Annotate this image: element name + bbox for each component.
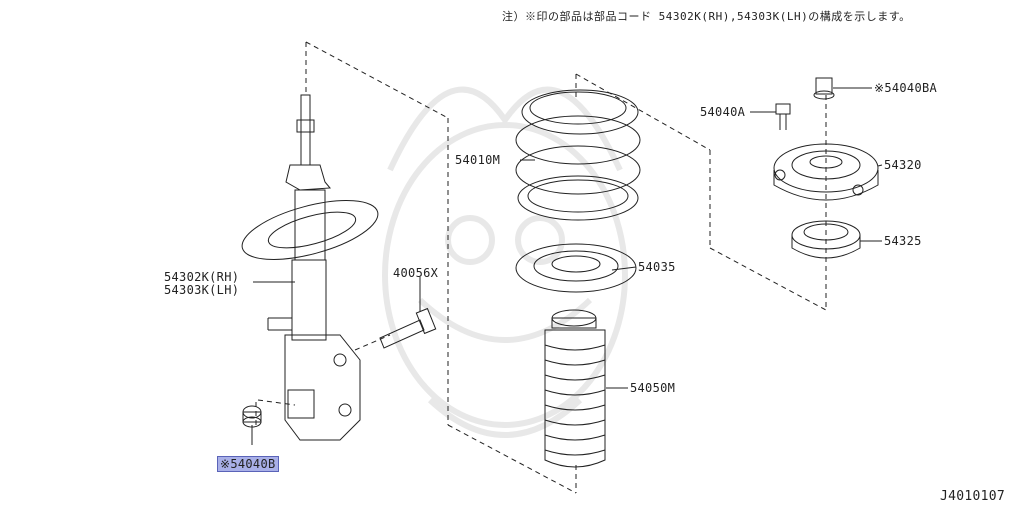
label-nut-ba: ※54040BA (874, 81, 938, 95)
label-strut-rh: 54302K(RH) (164, 270, 240, 284)
dashed-frame-strut (255, 41, 827, 494)
label-strut-lh: 54303K(LH) (164, 283, 240, 297)
note-text: 注）※印の部品は部品コード 54302K(RH),54303K(LH)の構成を示… (502, 10, 911, 23)
label-nut-a: 54040A (700, 105, 746, 119)
dust-boot-54050m (544, 309, 606, 468)
leader-lines (251, 87, 883, 445)
label-spring: 54010M (455, 153, 501, 167)
label-bearing: 54325 (884, 234, 922, 248)
bolt-40056x (379, 307, 437, 349)
label-bumper: 54050M (630, 381, 676, 395)
spring-seat-54035 (515, 243, 637, 293)
watermark-logo (382, 86, 628, 438)
strut-mount-54320 (773, 143, 879, 201)
bearing-54325 (791, 220, 861, 259)
nut-54040ba (813, 77, 835, 100)
nut-54040a (775, 103, 791, 130)
label-bolt: 40056X (393, 266, 439, 280)
figure-id: J4010107 (940, 489, 1006, 504)
label-nut-bottom[interactable]: ※54040B (217, 456, 279, 472)
coil-spring-54010m (515, 89, 641, 221)
strut-assembly (241, 94, 379, 441)
nut-54040b (242, 405, 262, 428)
label-mount: 54320 (884, 158, 922, 172)
label-seat: 54035 (638, 260, 676, 274)
